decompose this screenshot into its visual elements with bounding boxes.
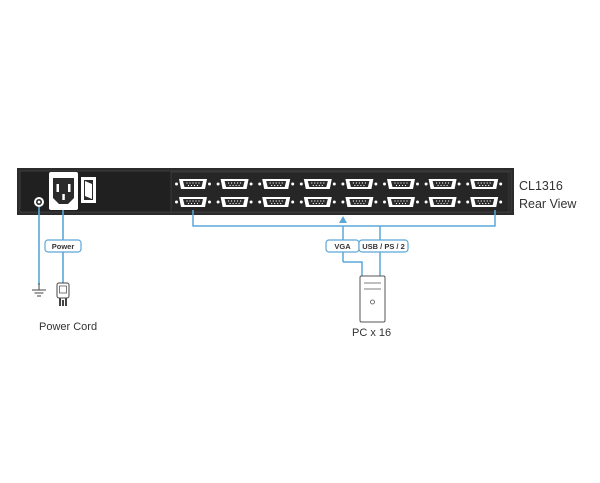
vga-port-icon (383, 179, 419, 189)
usb-ps2-tag: USB / PS / 2 (358, 239, 409, 253)
vga-port-icon (175, 197, 211, 207)
power-tag: Power (44, 239, 82, 253)
bracket-arrow (339, 216, 347, 223)
vga-port-icon (258, 179, 295, 189)
pc-tower-icon (359, 275, 386, 323)
vga-port-icon (216, 197, 253, 207)
power-inlet-icon (49, 172, 78, 210)
svg-text:Power: Power (52, 242, 75, 251)
vga-port-icon (258, 197, 295, 207)
vga-port-icon (466, 197, 503, 207)
power-cord-label: Power Cord (39, 321, 97, 333)
ground-icon (32, 283, 46, 297)
vga-port-icon (341, 179, 378, 189)
view-label: Rear View (519, 197, 577, 211)
vga-port-icon (383, 197, 419, 207)
model-label: CL1316 (519, 179, 563, 193)
vga-port-icon (299, 197, 336, 207)
pc-cable-bracket (192, 210, 496, 227)
pc-count-label: PC x 16 (352, 327, 391, 339)
vga-port-icon (299, 179, 336, 189)
vga-port-icon (424, 197, 461, 207)
vga-port-icon (175, 179, 211, 189)
vga-port-icon (466, 179, 503, 189)
power-switch-icon (81, 177, 96, 203)
svg-text:VGA: VGA (334, 242, 351, 251)
vga-port-icon (216, 179, 253, 189)
power-plug-icon (56, 282, 70, 306)
svg-text:USB / PS / 2: USB / PS / 2 (362, 242, 405, 251)
vga-port-icon (424, 179, 461, 189)
port-panel (170, 171, 510, 213)
vga-port-icon (341, 197, 378, 207)
vga-port-grid (175, 179, 503, 207)
ground-screw (34, 197, 44, 207)
vga-tag: VGA (325, 239, 360, 253)
vga-cable-to-pc (343, 261, 363, 276)
